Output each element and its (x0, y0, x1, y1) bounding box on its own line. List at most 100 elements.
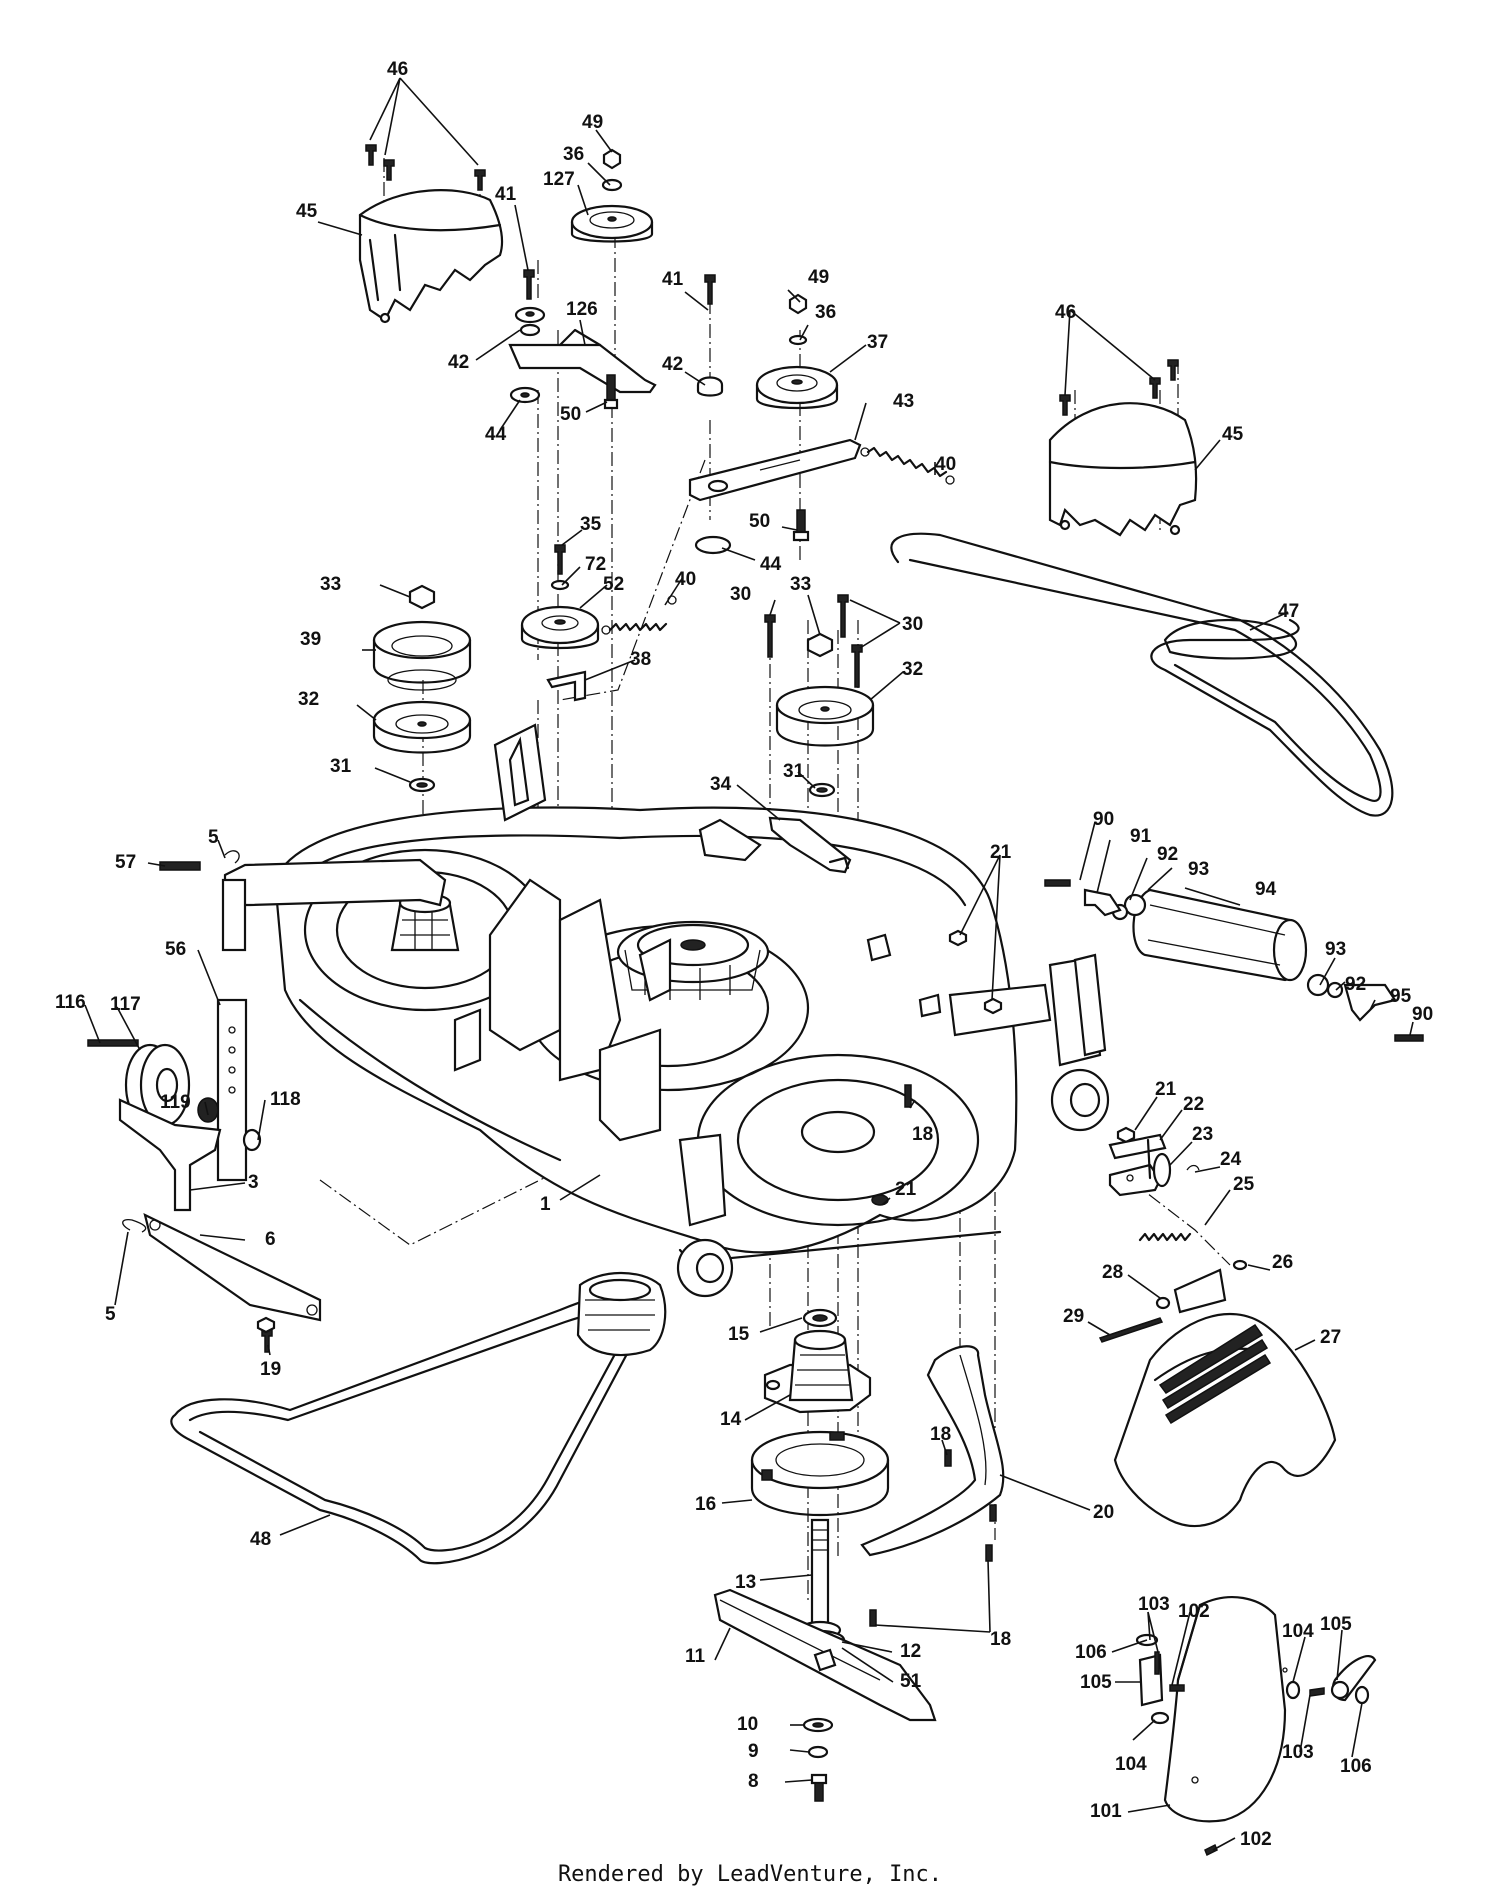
callout-48: 48 (250, 1529, 271, 1550)
callout-22: 22 (1183, 1094, 1204, 1115)
deck-belt-47 (890, 532, 1394, 817)
callout-36: 36 (815, 302, 836, 323)
callout-90: 90 (1412, 1004, 1433, 1025)
callout-45: 45 (1222, 424, 1244, 445)
callout-118: 118 (270, 1089, 301, 1110)
callout-49: 49 (808, 267, 829, 288)
clutch-pulley (576, 1271, 667, 1357)
callout-93: 93 (1188, 859, 1209, 880)
anti-scalp-roller-94 (1044, 879, 1424, 1042)
mulch-cover-101 (1135, 1596, 1377, 1857)
callout-42: 42 (448, 352, 469, 373)
callout-126: 126 (566, 299, 598, 320)
callout-18: 18 (930, 1424, 951, 1445)
callout-127: 127 (543, 169, 575, 190)
callout-23: 23 (1192, 1124, 1213, 1145)
callout-105: 105 (1320, 1614, 1352, 1635)
callout-1: 1 (540, 1194, 551, 1215)
chute-hinge-assembly (1108, 1126, 1200, 1242)
callout-38: 38 (630, 649, 651, 670)
callout-41: 41 (495, 184, 517, 205)
callout-46: 46 (387, 59, 408, 80)
callout-31: 31 (330, 756, 352, 777)
callout-leaders (84, 77, 1414, 1851)
callout-11: 11 (685, 1646, 706, 1667)
callout-92: 92 (1345, 974, 1366, 995)
callout-3: 3 (248, 1172, 259, 1193)
callout-45: 45 (296, 201, 318, 222)
callout-105: 105 (1080, 1672, 1112, 1693)
callout-103: 103 (1282, 1742, 1314, 1763)
right-pulley-stack (764, 594, 875, 798)
callout-90: 90 (1093, 809, 1114, 830)
callout-21: 21 (1155, 1079, 1177, 1100)
callout-18: 18 (990, 1629, 1011, 1650)
callout-117: 117 (110, 994, 141, 1015)
left-pulley-cover (358, 189, 504, 324)
callout-119: 119 (160, 1092, 191, 1113)
cover-bolts-right (1059, 359, 1179, 416)
callout-40: 40 (675, 569, 696, 590)
deck-mounting-brackets (221, 723, 672, 1142)
baffle-20 (860, 1345, 1005, 1627)
callout-50: 50 (749, 511, 770, 532)
callout-39: 39 (300, 629, 321, 650)
callout-106: 106 (1340, 1756, 1372, 1777)
callout-13: 13 (735, 1572, 756, 1593)
callout-8: 8 (748, 1771, 759, 1792)
deck-fasteners (871, 929, 1003, 1206)
callout-32: 32 (902, 659, 923, 680)
callout-43: 43 (893, 391, 914, 412)
callout-26: 26 (1272, 1252, 1293, 1273)
callout-5: 5 (208, 827, 219, 848)
callout-6: 6 (265, 1229, 276, 1250)
callout-numbers: 46 45 49 36 127 41 126 42 44 50 41 42 49… (55, 59, 1433, 1850)
callout-57: 57 (115, 852, 136, 873)
gauge-wheel-assembly (87, 850, 262, 1182)
blade-bolt-stack (802, 1717, 834, 1802)
callout-12: 12 (900, 1641, 921, 1662)
right-pulley-cover (1048, 402, 1198, 537)
callout-36: 36 (563, 144, 584, 165)
callout-34: 34 (710, 774, 732, 795)
callout-102: 102 (1240, 1829, 1272, 1850)
callout-56: 56 (165, 939, 186, 960)
callout-94: 94 (1255, 879, 1277, 900)
callout-95: 95 (1390, 986, 1412, 1007)
callout-101: 101 (1090, 1801, 1122, 1822)
callout-104: 104 (1282, 1621, 1314, 1642)
callout-91: 91 (1130, 826, 1152, 847)
callout-21: 21 (990, 842, 1012, 863)
callout-116: 116 (55, 992, 86, 1013)
callout-40: 40 (935, 454, 956, 475)
spindle-spacer-16 (750, 1430, 890, 1516)
left-pulley-stack (372, 584, 472, 793)
callout-19: 19 (260, 1359, 281, 1380)
left-spindle-on-deck (390, 892, 460, 952)
callout-44: 44 (485, 424, 507, 445)
callout-18: 18 (912, 1124, 933, 1145)
callout-30: 30 (730, 584, 751, 605)
callout-50: 50 (560, 404, 581, 425)
bracket-34 (768, 816, 852, 874)
bracket-38 (546, 670, 587, 702)
idler-pulley-52 (520, 544, 600, 650)
callout-51: 51 (900, 1671, 922, 1692)
idler-bracket-126 (508, 269, 657, 410)
callout-28: 28 (1102, 1262, 1123, 1283)
callout-27: 27 (1320, 1327, 1341, 1348)
callout-15: 15 (728, 1324, 750, 1345)
callout-49: 49 (582, 112, 603, 133)
callout-93: 93 (1325, 939, 1346, 960)
callout-106: 106 (1075, 1642, 1107, 1663)
callout-10: 10 (737, 1714, 758, 1735)
callout-104: 104 (1115, 1754, 1147, 1775)
tension-springs (601, 446, 955, 635)
lift-bracket-and-link (118, 1098, 322, 1353)
callout-33: 33 (790, 574, 811, 595)
callout-42: 42 (662, 354, 683, 375)
callout-35: 35 (580, 514, 602, 535)
callout-9: 9 (748, 1741, 759, 1762)
callout-25: 25 (1233, 1174, 1255, 1195)
